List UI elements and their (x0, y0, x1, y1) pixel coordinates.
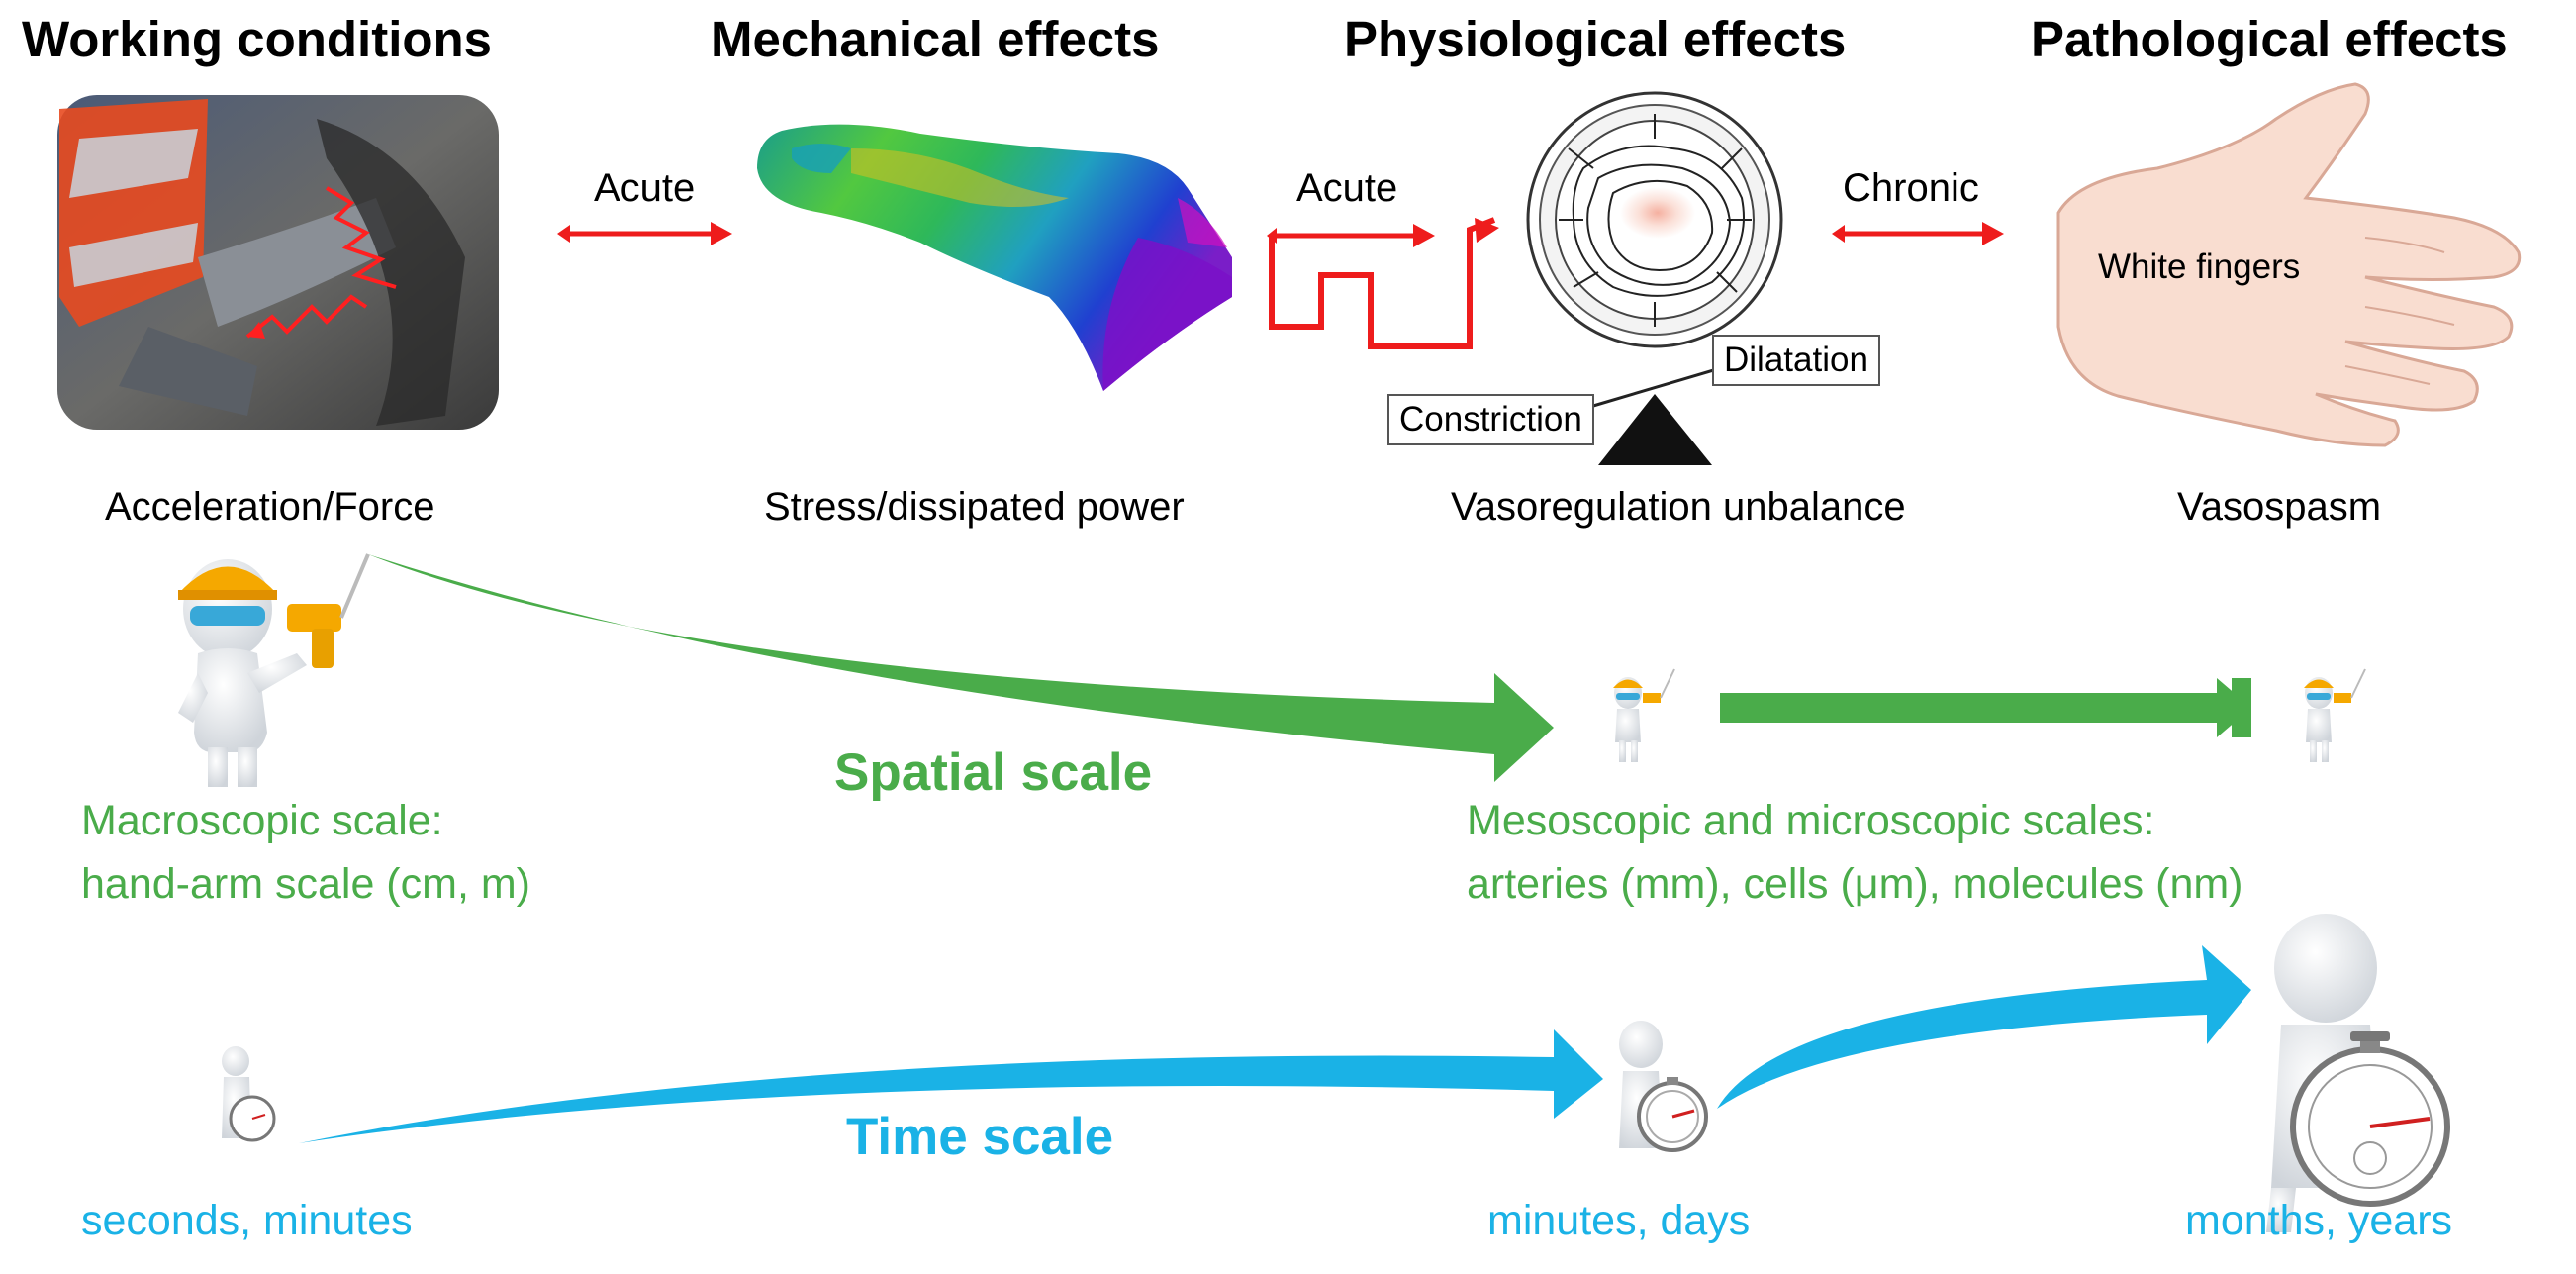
time-scale-arrow-2 (1717, 945, 2251, 1109)
mesoscopic-scale-line1: Mesoscopic and microscopic scales: (1467, 797, 2155, 844)
header-physiological-effects: Physiological effects (1344, 11, 1847, 67)
balance-label-dilatation: Dilatation (1712, 335, 1880, 386)
caption-stress-dissipated-power: Stress/dissipated power (764, 485, 1185, 529)
worker-helmet-drill-icon-small (2304, 668, 2366, 762)
time-label-seconds-minutes: seconds, minutes (81, 1197, 413, 1244)
time-scale-arrow (299, 1029, 1603, 1143)
stopwatch-figure-icon-medium (1619, 1021, 1708, 1152)
stopwatch-figure-icon-small (222, 1046, 276, 1142)
acute-arrow-1 (557, 222, 732, 245)
fem-stress-map (757, 124, 1232, 391)
header-mechanical-effects: Mechanical effects (711, 11, 1160, 67)
artery-cross-section (1526, 91, 1783, 348)
stopwatch-figure-icon-large (2266, 914, 2450, 1232)
header-working-conditions: Working conditions (22, 11, 493, 67)
arrow-label-acute-2: Acute (1296, 166, 1398, 210)
time-label-months-years: months, years (2185, 1197, 2453, 1244)
worker-helmet-drill-icon (178, 553, 370, 787)
spatial-scale-arrow-2 (1720, 678, 2251, 737)
spatial-scale-arrow (368, 554, 1554, 782)
macroscopic-scale-line2: hand-arm scale (cm, m) (81, 860, 530, 908)
arrow-label-chronic: Chronic (1843, 166, 1979, 210)
spatial-scale-title: Spatial scale (834, 743, 1153, 802)
macroscopic-scale-line1: Macroscopic scale: (81, 797, 443, 844)
arrow-label-acute-1: Acute (594, 166, 696, 210)
time-scale-title: Time scale (846, 1108, 1114, 1166)
chronic-arrow (1832, 222, 2004, 245)
caption-vasospasm: Vasospasm (2177, 485, 2382, 529)
time-label-minutes-days: minutes, days (1487, 1197, 1751, 1244)
hand-label-white-fingers: White fingers (2098, 247, 2301, 286)
header-pathological-effects: Pathological effects (2031, 11, 2508, 67)
balance-scale (1592, 364, 1728, 465)
acute-arrow-2 (1267, 217, 1499, 349)
worker-helmet-drill-icon-medium (1613, 668, 1675, 762)
caption-vasoregulation-unbalance: Vasoregulation unbalance (1451, 485, 1906, 529)
worker-photo (57, 95, 499, 430)
caption-acceleration-force: Acceleration/Force (105, 485, 435, 529)
balance-label-constriction: Constriction (1387, 394, 1594, 445)
white-hand (2056, 82, 2522, 447)
mesoscopic-scale-line2: arteries (mm), cells (μm), molecules (nm… (1467, 860, 2243, 908)
